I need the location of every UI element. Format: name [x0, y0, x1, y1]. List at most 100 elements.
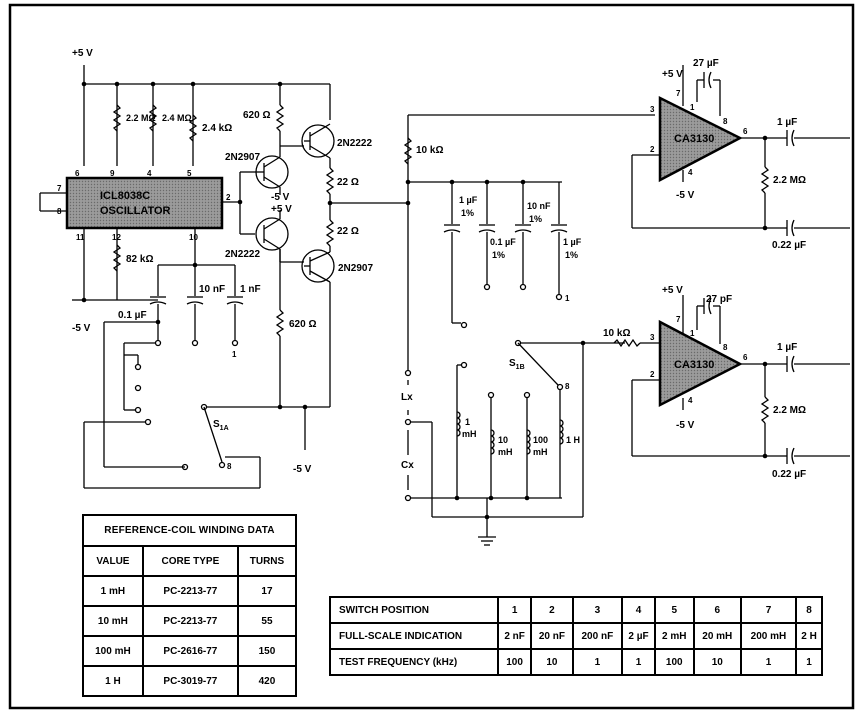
supply-pos-label: +5 V	[72, 48, 93, 59]
table-cell: PC-2213-77	[141, 605, 239, 637]
transistor-label: 2N2222	[225, 249, 260, 260]
supply-label: +5 V	[271, 204, 292, 215]
resistor-label: 22 Ω	[337, 177, 359, 188]
table-cell: 200 mH	[739, 622, 798, 650]
cap-label: 10 nF	[527, 201, 551, 211]
chip-pin: 5	[187, 169, 192, 178]
chip-pin: 10	[189, 233, 198, 242]
table-cell: PC-2616-77	[141, 635, 239, 667]
cap-label: 0.1 µF	[118, 310, 147, 321]
resistor-label: 10 kΩ	[416, 145, 443, 156]
supply-label: -5 V	[271, 192, 290, 203]
table-cell: 55	[236, 605, 298, 637]
transistor-2n2222-a	[301, 124, 335, 158]
cap-tol: 1%	[565, 250, 578, 260]
opamp-bottom	[658, 319, 743, 408]
table-cell: 6	[692, 596, 742, 624]
resistor-label: 2.2 MΩ	[773, 175, 806, 186]
table-header: VALUE	[82, 545, 144, 577]
resistor-label: 2.2 MΩ	[126, 113, 156, 123]
supply-label: -5 V	[676, 190, 695, 201]
cap-label: 27 pF	[706, 294, 732, 305]
cap-label: 1 µF	[777, 342, 797, 353]
supply-label: +5 V	[662, 69, 683, 80]
cap-tol: 1%	[492, 250, 505, 260]
transistor-2n2222-b	[255, 217, 289, 251]
cap-label: 1 µF	[563, 237, 582, 247]
opamp-pin: 2	[650, 145, 655, 154]
switch-pos-label: 1	[232, 350, 237, 359]
row-label: TEST FREQUENCY (kHz)	[329, 648, 499, 676]
table-cell: 20 mH	[692, 622, 742, 650]
table-cell: 1	[571, 648, 624, 676]
opamp-top	[658, 95, 743, 183]
opamp-pin: 4	[688, 396, 693, 405]
cap-tol: 1%	[461, 208, 474, 218]
transistor-label: 2N2907	[225, 152, 260, 163]
chip-pin: 4	[147, 169, 152, 178]
table-header: CORE TYPE	[141, 545, 239, 577]
supply-neg-label: -5 V	[72, 323, 91, 334]
opamp-pin: 2	[650, 370, 655, 379]
row-label: SWITCH POSITION	[329, 596, 499, 624]
table-cell: 1	[621, 648, 656, 676]
table-row: 1 mH PC-2213-77 17	[82, 575, 298, 607]
inductor-label: 1 H	[566, 435, 580, 445]
table-row: 1 H PC-3019-77 420	[82, 665, 298, 697]
transistor-label: 2N2907	[338, 263, 373, 274]
table-cell: 200 nF	[571, 622, 624, 650]
terminal-label-cx: Cx	[401, 460, 414, 471]
resistor-82k	[112, 244, 122, 272]
resistor-label: 22 Ω	[337, 226, 359, 237]
resistor-10k-b	[613, 338, 641, 348]
resistor-22-b	[325, 219, 335, 247]
supply-label: -5 V	[293, 464, 312, 475]
table-cell: 8	[795, 596, 823, 624]
table-cell: 7	[739, 596, 798, 624]
table-cell: 1 H	[82, 665, 144, 697]
cap-label: 1 µF	[777, 117, 797, 128]
cap-label: 1 nF	[240, 284, 261, 295]
opamp-pin: 7	[676, 315, 681, 324]
table-cell: 4	[621, 596, 656, 624]
opamp-name: CA3130	[674, 359, 714, 371]
table-cell: 2 H	[795, 622, 823, 650]
switch-label: S1A	[213, 419, 229, 432]
opamp-pin: 7	[676, 89, 681, 98]
chip-name: ICL8038C	[100, 190, 150, 202]
table-cell: 2 µF	[621, 622, 656, 650]
chip-pin: 8	[57, 207, 62, 216]
inductor-label: 100	[533, 435, 548, 445]
inductor-label: 1	[465, 417, 470, 427]
table-row: FULL-SCALE INDICATION 2 nF 20 nF 200 nF …	[329, 622, 823, 650]
cap-label: 0.22 µF	[772, 240, 806, 251]
opamp-pin: 1	[690, 329, 695, 338]
switch-label: S1B	[509, 358, 525, 371]
resistor-label: 620 Ω	[289, 319, 316, 330]
table-header: TURNS	[236, 545, 298, 577]
transistor-2n2907-b	[301, 249, 335, 283]
table-cell: 10	[530, 648, 574, 676]
opamp-pin: 3	[650, 333, 655, 342]
table-row: 100 mH PC-2616-77 150	[82, 635, 298, 667]
table-cell: 100	[653, 648, 695, 676]
table-row: TEST FREQUENCY (kHz) 100 10 1 1 100 10 1…	[329, 648, 823, 676]
table-cell: 10 mH	[82, 605, 144, 637]
table-cell: 17	[236, 575, 298, 607]
switch-pos-label: 8	[227, 462, 232, 471]
table-cell: 1	[496, 596, 533, 624]
table-cell: 2 mH	[653, 622, 695, 650]
chip-pin: 6	[75, 169, 80, 178]
table-cell: PC-3019-77	[141, 665, 239, 697]
inductor-unit: mH	[462, 429, 477, 439]
table-cell: 5	[653, 596, 695, 624]
table-cell: 100	[496, 648, 533, 676]
opamp-pin: 6	[743, 353, 748, 362]
resistor-2.2M-bottom	[760, 396, 770, 424]
resistor-label: 10 kΩ	[603, 328, 630, 339]
switch-pos-label: 1	[565, 294, 570, 303]
resistor-2.2M	[112, 104, 122, 132]
opamp-pin: 6	[743, 127, 748, 136]
opamp-pin: 8	[723, 343, 728, 352]
